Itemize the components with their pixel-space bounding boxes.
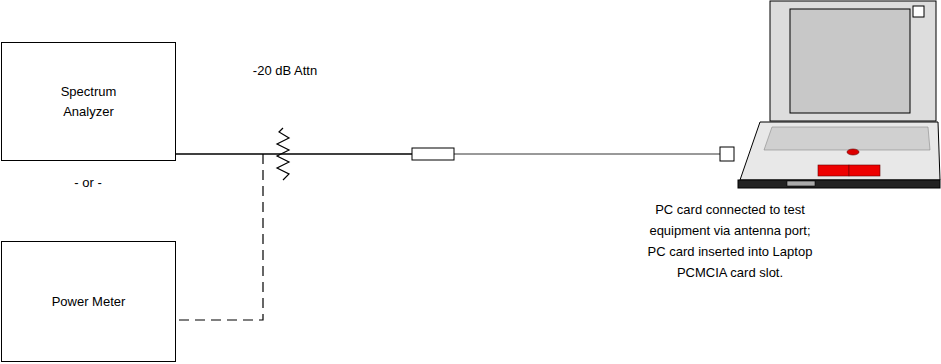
coax-cable [176, 153, 412, 155]
power-meter-cable [176, 154, 263, 320]
antenna-port [720, 147, 734, 161]
or-label: - or - [48, 172, 128, 193]
caption-note: PC card connected to test equipment via … [643, 199, 817, 283]
power-meter-box: Power Meter [1, 241, 176, 362]
laptop [738, 1, 940, 188]
spectrum-analyzer-box: Spectrum Analyzer [1, 42, 176, 161]
antenna-cable [454, 154, 720, 155]
equipment-name: Spectrum Analyzer [44, 82, 134, 122]
cable-connector [412, 148, 454, 160]
equipment-name: Power Meter [52, 292, 126, 312]
attenuator-label: -20 dB Attn [250, 60, 320, 81]
attenuator-symbol [277, 128, 289, 180]
